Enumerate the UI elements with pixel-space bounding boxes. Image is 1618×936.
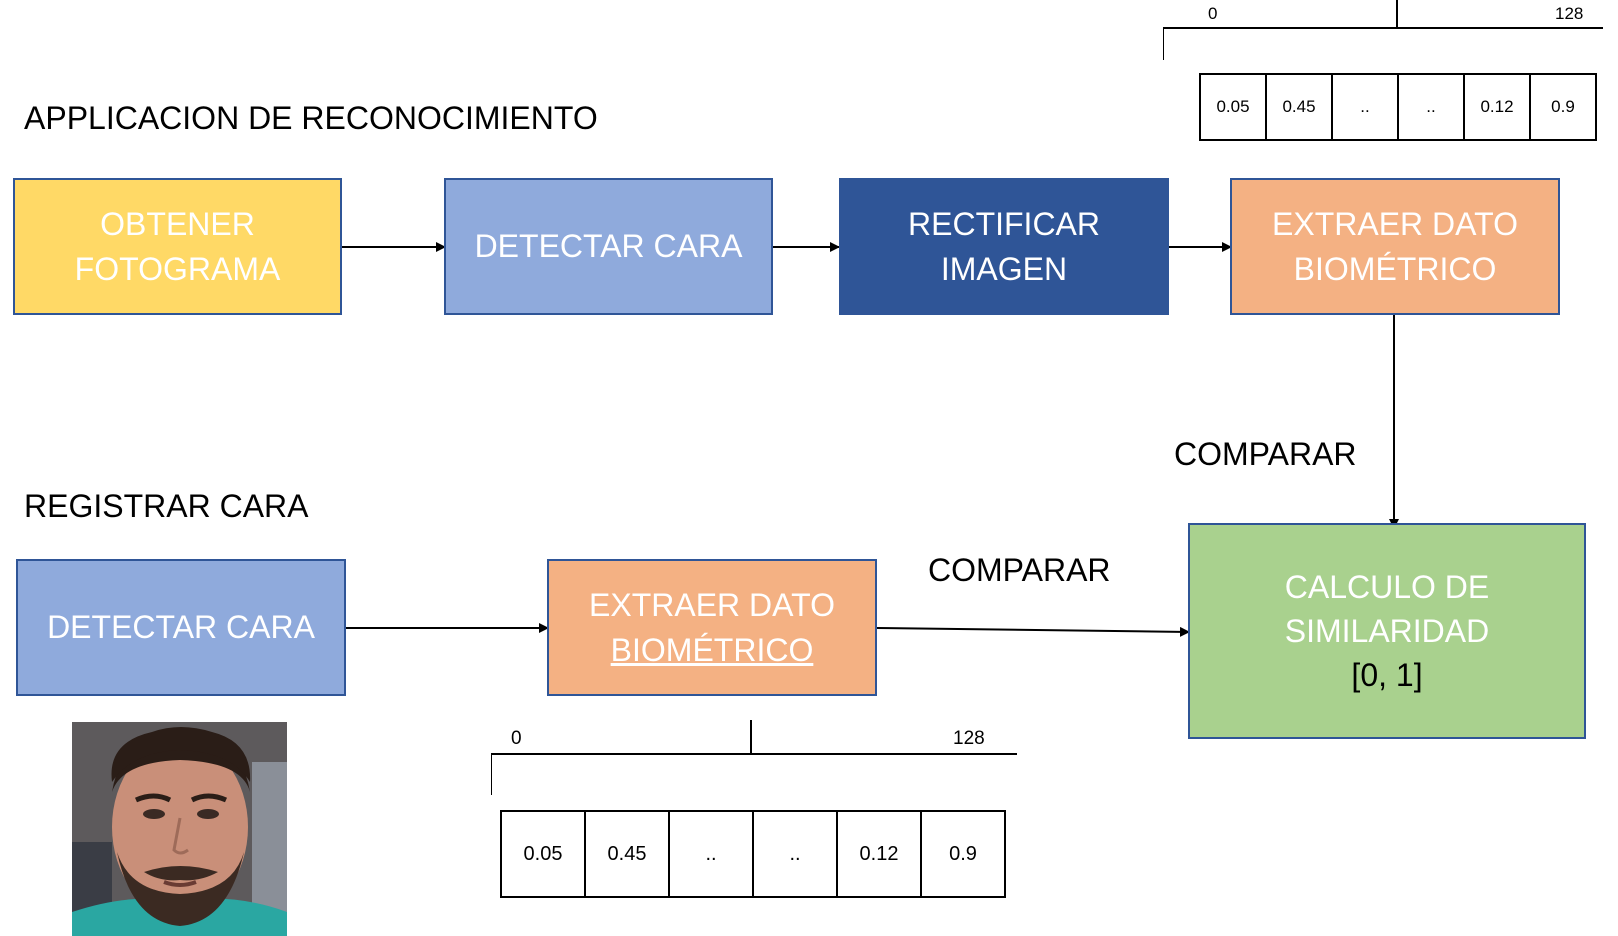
vector-top-cell: 0.45 [1265,73,1333,141]
vector-bottom-bracket [491,720,1017,795]
reg-extract-biometric-box: EXTRAER DATO BIOMÉTRICO [547,559,877,696]
vector-bottom-cell: 0.12 [836,810,922,898]
reg-detect-face-label: DETECTAR CARA [47,609,315,646]
vector-top-cell: 0.9 [1529,73,1597,141]
recognition-heading: APPLICACION DE RECONOCIMIENTO [24,100,598,136]
registration-heading: REGISTRAR CARA [24,488,309,524]
obtain-frame-box: OBTENER FOTOGRAMA [13,178,342,315]
reg-detect-face-box: DETECTAR CARA [16,559,346,696]
obtain-frame-line-2: FOTOGRAMA [74,250,281,287]
similarity-box: CALCULO DE SIMILARIDAD [0, 1] [1188,523,1586,739]
similarity-line-2: SIMILARIDAD [1284,612,1490,649]
extract-biometric-line-2: BIOMÉTRICO [1293,250,1497,287]
vector-bottom-cell: 0.9 [920,810,1006,898]
obtain-frame-line-1: OBTENER [100,206,255,243]
vector-top-cell: 0.05 [1199,73,1267,141]
extract-biometric-box: EXTRAER DATO BIOMÉTRICO [1230,178,1560,315]
vector-top-cell: .. [1331,73,1399,141]
compare-label-horizontal: COMPARAR [928,552,1111,588]
detect-face-label: DETECTAR CARA [474,228,743,265]
vector-top-cell: .. [1397,73,1465,141]
vector-bottom-start-label: 0 [511,728,522,749]
face-photo-icon [72,722,287,936]
similarity-range: [0, 1] [1351,657,1423,694]
vector-bottom-cell: .. [752,810,838,898]
compare-label-vertical: COMPARAR [1174,436,1357,472]
feature-vector-top: 0 128 0.05 0.45 .. .. 0.12 0.9 [1163,0,1603,145]
feature-vector-bottom: 0 128 0.05 0.45 .. .. 0.12 0.9 [491,718,1021,908]
vector-top-start-label: 0 [1208,4,1218,23]
vector-top-bracket [1163,0,1603,60]
vector-bottom-cell: .. [668,810,754,898]
vector-top-end-label: 128 [1555,4,1584,23]
vector-bottom-cell: 0.45 [584,810,670,898]
similarity-line-1: CALCULO DE [1284,568,1490,605]
vector-bottom-cell: 0.05 [500,810,586,898]
rectify-image-line-2: IMAGEN [940,250,1068,287]
arrow-reg-extract-to-similarity [876,626,1190,637]
vector-bottom-end-label: 128 [953,728,985,749]
reg-extract-biometric-line-1: EXTRAER DATO [589,587,835,624]
rectify-image-line-1: RECTIFICAR [908,206,1100,243]
extract-biometric-line-1: EXTRAER DATO [1272,206,1518,243]
vector-top-cell: 0.12 [1463,73,1531,141]
rectify-image-box: RECTIFICAR IMAGEN [839,178,1169,315]
reg-extract-biometric-line-2: BIOMÉTRICO [610,631,814,668]
detect-face-box: DETECTAR CARA [444,178,773,315]
